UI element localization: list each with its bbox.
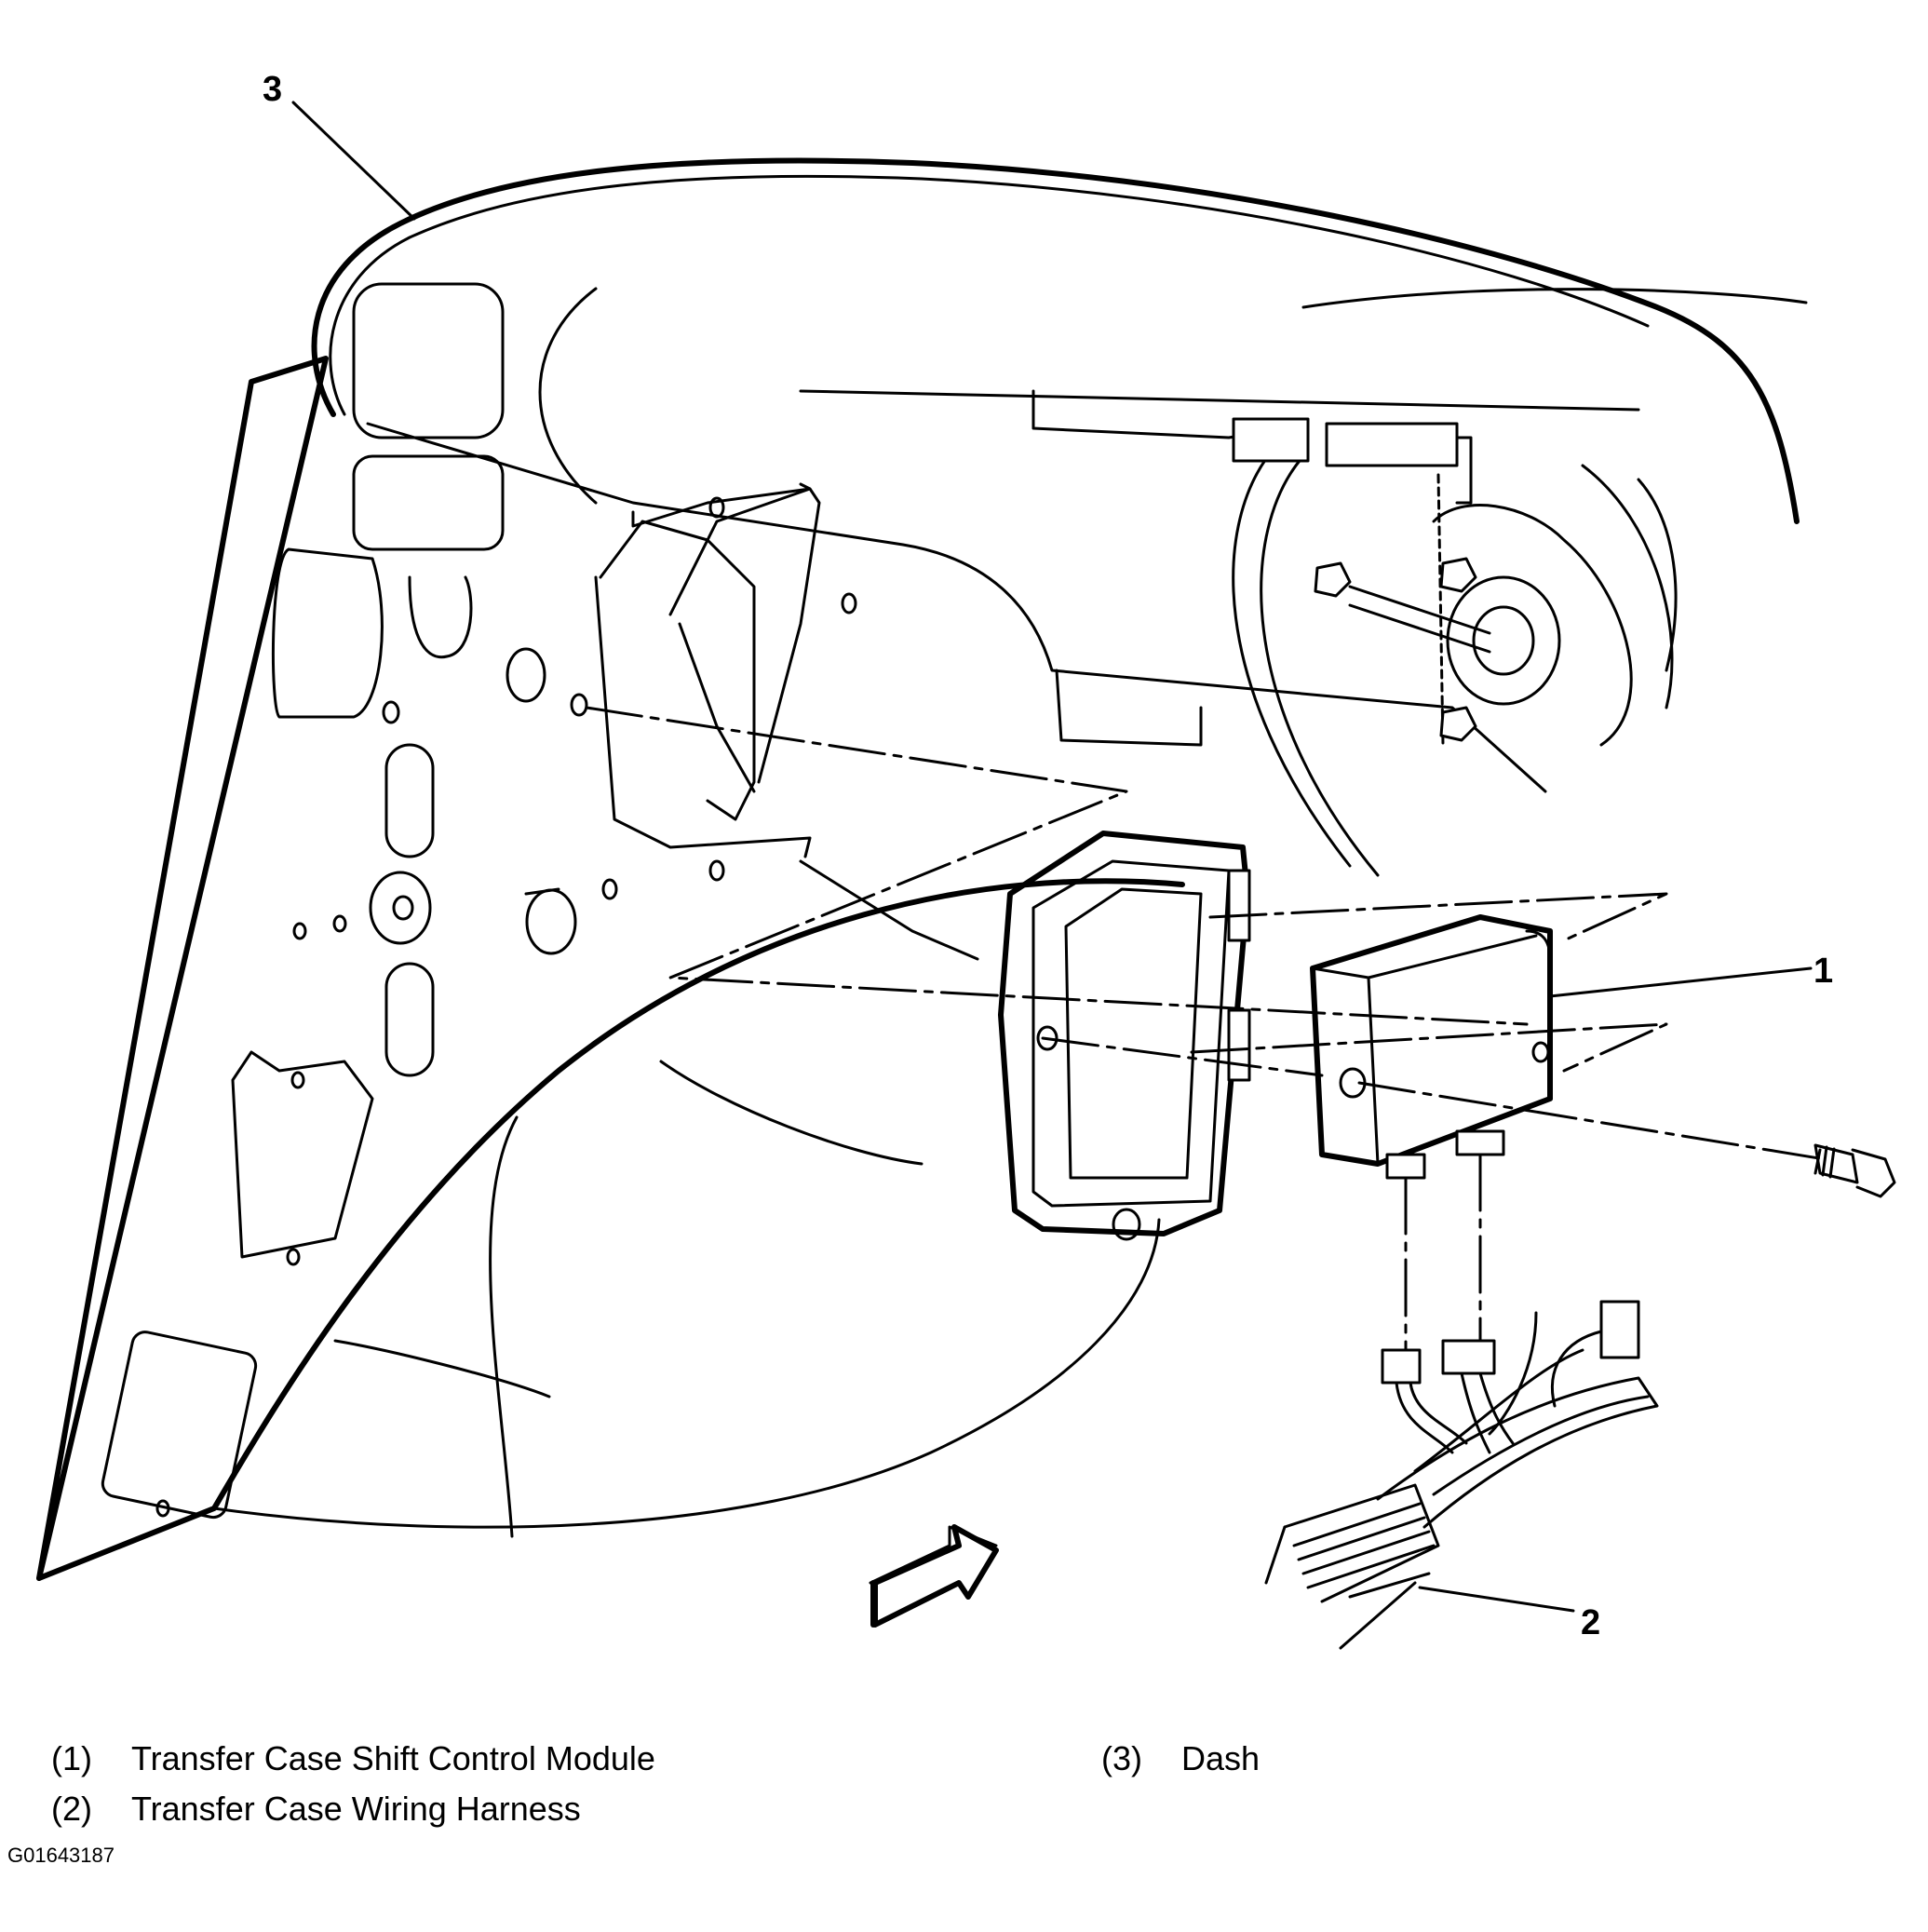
shift-control-module	[1313, 917, 1550, 1178]
kick-panel	[39, 358, 1182, 1578]
callout-2-label: 2	[1581, 1603, 1600, 1642]
component-location-diagram: 3 1 2	[0, 70, 1928, 1695]
legend-item-2: (2) Transfer Case Wiring Harness	[51, 1790, 581, 1829]
callout-leaders	[293, 102, 1811, 1611]
callout-1-label: 1	[1813, 952, 1833, 991]
callout-3-label: 3	[263, 70, 282, 109]
wiring-harness	[1266, 1302, 1657, 1648]
legend-text-2: Transfer Case Wiring Harness	[131, 1790, 581, 1828]
dash-panel	[315, 161, 1806, 791]
figure-id: G01643187	[7, 1844, 115, 1867]
duct-bracket	[596, 484, 977, 959]
legend-num-1: (1)	[51, 1739, 92, 1777]
assembly-lines	[586, 708, 1825, 1350]
legend-item-3: (3) Dash	[1101, 1739, 1260, 1778]
panel-holes	[157, 498, 856, 1516]
legend-text-1: Transfer Case Shift Control Module	[131, 1739, 655, 1777]
legend-item-1: (1) Transfer Case Shift Control Module	[51, 1739, 655, 1778]
view-direction-arrow	[870, 1527, 996, 1625]
steering-booster	[1234, 419, 1676, 875]
legend-text-3: Dash	[1181, 1739, 1261, 1777]
cluster-openings	[273, 284, 503, 717]
module-bracket	[1001, 833, 1249, 1239]
mounting-bolt	[1815, 1145, 1894, 1196]
legend-num-2: (2)	[51, 1790, 92, 1828]
legend-num-3: (3)	[1101, 1739, 1142, 1777]
